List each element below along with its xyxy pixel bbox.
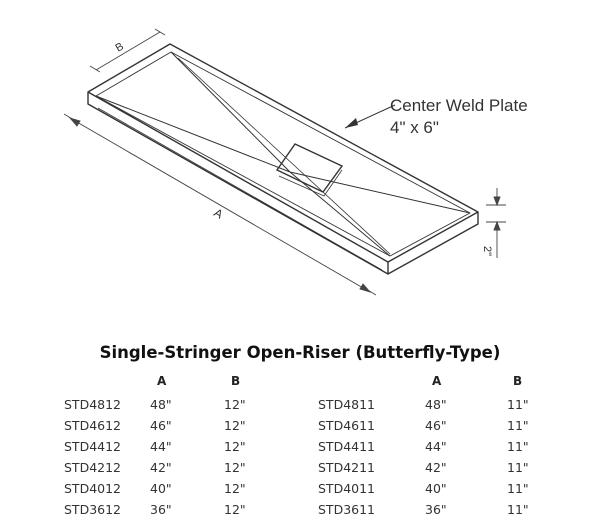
left-part-cell: STD4412	[64, 439, 122, 454]
left-b-cell: 12"	[224, 418, 246, 433]
left-a-cell: 36"	[150, 502, 172, 517]
right-a-cell: 36"	[425, 502, 447, 517]
right-a-column: 48" 46" 44" 42" 40" 36"	[425, 394, 447, 520]
left-header-b: B	[231, 374, 241, 388]
left-part-cell: STD4212	[64, 460, 122, 475]
right-a-cell: 44"	[425, 439, 447, 454]
callout-text: Center Weld Plate 4" x 6"	[390, 95, 528, 139]
left-b-cell: 12"	[224, 481, 246, 496]
left-b-cell: 12"	[224, 460, 246, 475]
right-a-cell: 42"	[425, 460, 447, 475]
right-part-cell: STD4611	[318, 418, 376, 433]
left-a-cell: 40"	[150, 481, 172, 496]
left-part-cell: STD4812	[64, 397, 122, 412]
callout-line-1: Center Weld Plate	[390, 96, 528, 115]
left-a-cell: 48"	[150, 397, 172, 412]
left-part-cell: STD4612	[64, 418, 122, 433]
left-b-cell: 12"	[224, 502, 246, 517]
right-b-cell: 11"	[507, 502, 529, 517]
butterfly-brace-right	[289, 171, 471, 257]
right-part-cell: STD4011	[318, 481, 376, 496]
dimension-b-label: B	[114, 41, 126, 55]
tray-front-face	[87, 92, 389, 275]
left-a-cell: 44"	[150, 439, 172, 454]
right-part-cell: STD4411	[318, 439, 376, 454]
right-a-cell: 48"	[425, 397, 447, 412]
right-header-a: A	[432, 374, 442, 388]
tray-isometric-drawing: A B 2"	[63, 28, 506, 296]
right-b-cell: 11"	[507, 397, 529, 412]
left-a-cell: 46"	[150, 418, 172, 433]
left-part-cell: STD4012	[64, 481, 122, 496]
right-b-cell: 11"	[507, 418, 529, 433]
tray-right-face	[387, 212, 479, 275]
left-b-cell: 12"	[224, 397, 246, 412]
dimension-c-label: 2"	[481, 246, 493, 256]
dimension-a-label: A	[212, 205, 226, 221]
right-b-column: 11" 11" 11" 11" 11" 11"	[507, 394, 529, 520]
left-part-cell: STD3612	[64, 502, 122, 517]
table-title: Single-Stringer Open-Riser (Butterfly-Ty…	[99, 343, 501, 362]
right-part-cell: STD4211	[318, 460, 376, 475]
right-a-cell: 46"	[425, 418, 447, 433]
center-weld-plate	[275, 143, 344, 193]
left-header-a: A	[157, 374, 167, 388]
left-b-column: 12" 12" 12" 12" 12" 12"	[224, 394, 246, 520]
right-b-cell: 11"	[507, 481, 529, 496]
right-b-cell: 11"	[507, 439, 529, 454]
tray-inner-rim	[95, 51, 471, 257]
butterfly-brace-left	[95, 51, 291, 173]
right-a-cell: 40"	[425, 481, 447, 496]
right-part-cell: STD3611	[318, 502, 376, 517]
callout-line-2: 4" x 6"	[390, 118, 439, 137]
tray-top-rim	[87, 43, 479, 263]
right-b-cell: 11"	[507, 460, 529, 475]
right-header-b: B	[513, 374, 523, 388]
left-b-cell: 12"	[224, 439, 246, 454]
left-a-cell: 42"	[150, 460, 172, 475]
right-part-cell: STD4811	[318, 397, 376, 412]
left-a-column: 48" 46" 44" 42" 40" 36"	[150, 394, 172, 520]
floor-diagonal	[97, 57, 391, 271]
